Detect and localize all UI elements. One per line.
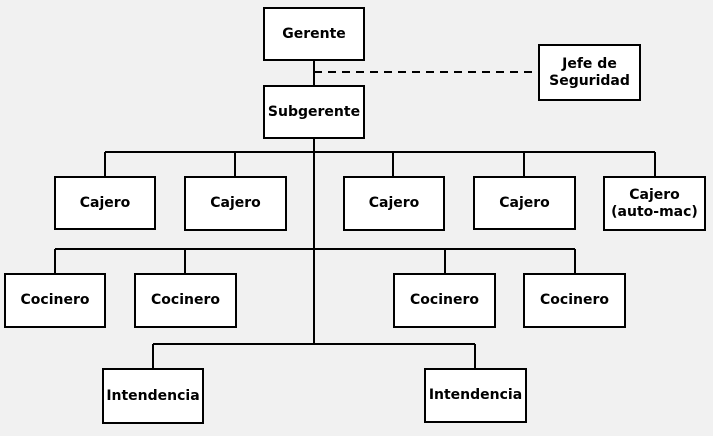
node-jefe-seguridad: Jefe de Seguridad — [538, 44, 641, 101]
node-intendencia-2: Intendencia — [424, 368, 527, 423]
node-cajero-automac: Cajero (auto-mac) — [603, 176, 706, 231]
node-cajero-1: Cajero — [54, 176, 156, 230]
node-cocinero-1: Cocinero — [4, 273, 106, 328]
node-cocinero-2: Cocinero — [134, 273, 237, 328]
node-cocinero-3: Cocinero — [393, 273, 496, 328]
node-cocinero-4: Cocinero — [523, 273, 626, 328]
node-cajero-4: Cajero — [473, 176, 576, 230]
node-cajero-3: Cajero — [343, 176, 445, 231]
node-cajero-2: Cajero — [184, 176, 287, 231]
node-gerente: Gerente — [263, 7, 365, 61]
node-intendencia-1: Intendencia — [102, 368, 204, 424]
node-subgerente: Subgerente — [263, 85, 365, 139]
